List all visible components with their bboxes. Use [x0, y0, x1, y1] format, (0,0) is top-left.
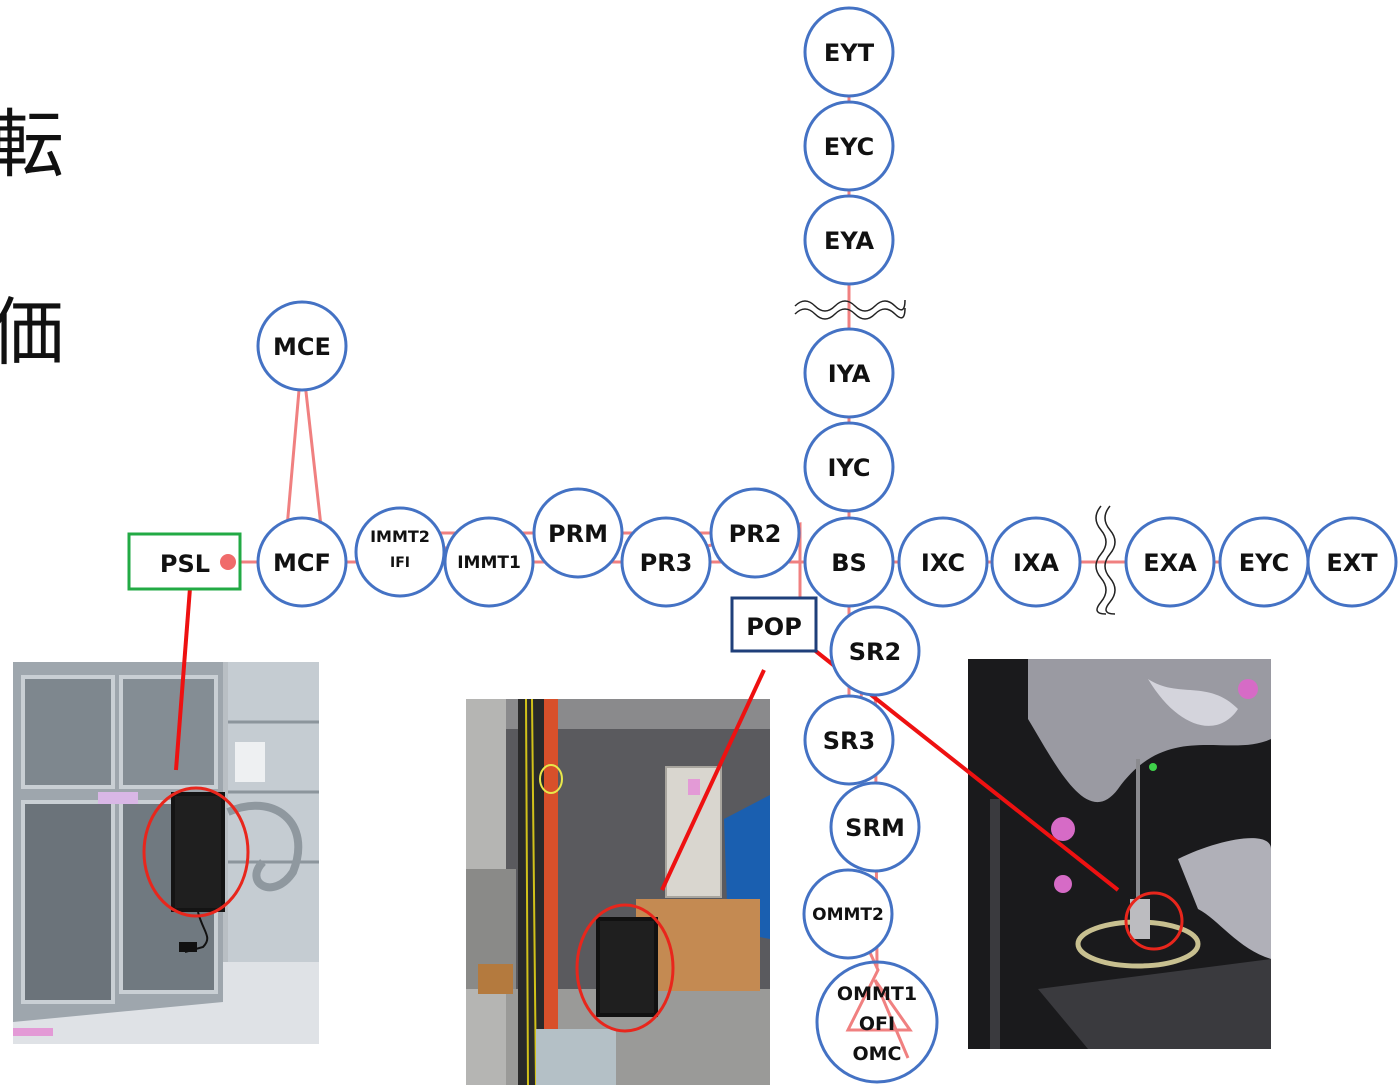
psl-pointer-line: [174, 587, 192, 771]
node-label: EYC: [824, 133, 875, 161]
node-label: IXC: [921, 549, 965, 577]
node-label: IMMT1: [457, 553, 521, 573]
node-eya: EYA: [803, 194, 895, 286]
pop-pointer-line: [660, 669, 766, 891]
node-ixa: IXA: [990, 516, 1082, 608]
node-label: EXA: [1143, 549, 1197, 577]
node-label: IYC: [827, 454, 870, 482]
node-mcf: MCF: [256, 516, 348, 608]
break-marker-upper: [794, 299, 906, 312]
break-marker-left: [1095, 505, 1107, 615]
node-label: PR3: [640, 549, 693, 577]
node-label: EYA: [824, 227, 874, 255]
break-marker-lower: [794, 307, 906, 320]
node-prm: PRM: [532, 487, 624, 579]
node-mce: MCE: [256, 300, 348, 392]
node-immt2-ifi: IMMT2 IFI: [354, 506, 446, 598]
node-label: PR2: [729, 520, 782, 548]
node-label: IYA: [828, 360, 871, 388]
node-exa: EXA: [1124, 516, 1216, 608]
node-ommt1-ofi-omc: OMMT1 OFI OMC: [815, 960, 939, 1084]
left-char-2: 価: [0, 290, 64, 376]
node-label: BS: [831, 549, 867, 577]
node-sr3: SR3: [803, 694, 895, 786]
node-label: IMMT2: [370, 527, 430, 546]
node-srm: SRM: [829, 781, 921, 873]
node-label: EXT: [1326, 549, 1378, 577]
vacuum-chamber-photo: [968, 659, 1271, 1049]
node-eyc-top: EYC: [803, 100, 895, 192]
laser-source-dot: [220, 554, 236, 570]
node-eyc-right: EYC: [1218, 516, 1310, 608]
node-iya: IYA: [803, 327, 895, 419]
node-label: OMC: [852, 1043, 901, 1065]
node-label: SRM: [845, 814, 905, 842]
node-label: IXA: [1013, 549, 1059, 577]
node-label: POP: [746, 613, 802, 641]
node-label: PSL: [160, 550, 210, 578]
node-label: SR3: [823, 727, 875, 755]
node-ommt2: OMMT2: [802, 868, 894, 960]
node-label: MCE: [273, 333, 331, 361]
node-label: OMMT2: [812, 905, 884, 925]
node-sr2: SR2: [829, 605, 921, 697]
node-ext: EXT: [1306, 516, 1398, 608]
pop-box: POP: [730, 596, 818, 653]
node-label: OFI: [859, 1013, 895, 1035]
node-ixc: IXC: [897, 516, 989, 608]
node-pr2: PR2: [709, 487, 801, 579]
break-marker-right: [1104, 505, 1116, 615]
node-eyt: EYT: [803, 6, 895, 98]
node-iyc: IYC: [803, 421, 895, 513]
node-label: PRM: [548, 520, 608, 548]
left-char-1: 転: [0, 102, 64, 188]
node-pr3: PR3: [620, 516, 712, 608]
node-label: EYC: [1239, 549, 1290, 577]
speaker-photo-cleanroom: [13, 662, 319, 1044]
node-label: EYT: [824, 39, 875, 67]
node-label: SR2: [849, 638, 901, 666]
node-label: MCF: [273, 549, 331, 577]
node-bs: BS: [803, 516, 895, 608]
node-label: OMMT1: [837, 983, 917, 1005]
node-immt1: IMMT1: [443, 516, 535, 608]
node-label: IFI: [390, 555, 410, 571]
